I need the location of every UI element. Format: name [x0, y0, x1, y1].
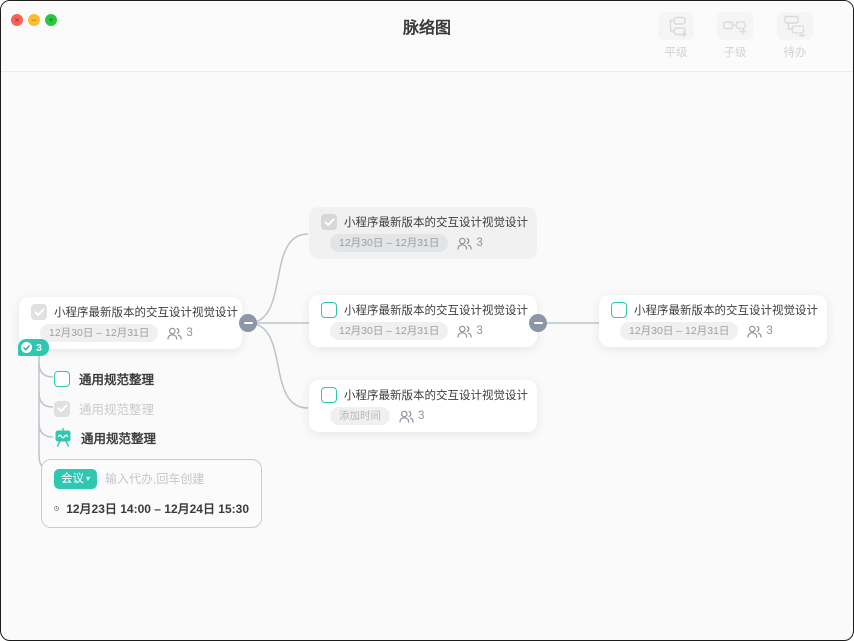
- checkbox-checked-icon[interactable]: [54, 400, 70, 417]
- node-title: 小程序最新版本的交互设计视觉设计: [634, 305, 818, 317]
- todo-label: 通用规范整理: [79, 403, 155, 417]
- todo-item-completed[interactable]: 通用规范整理: [54, 399, 154, 418]
- assignees-indicator[interactable]: 3: [399, 410, 424, 423]
- add-time-pill[interactable]: 添加时间: [330, 407, 390, 425]
- assignees-indicator[interactable]: 3: [747, 325, 773, 338]
- todo-count-badge[interactable]: 3: [18, 339, 49, 356]
- add-child-button[interactable]: 子级: [708, 12, 762, 60]
- assignee-count: 3: [186, 327, 193, 339]
- sibling-node-icon: [658, 12, 694, 40]
- checkbox-empty-icon[interactable]: [611, 302, 627, 318]
- add-sibling-button[interactable]: 平级: [649, 12, 703, 60]
- checkbox-empty-icon[interactable]: [321, 387, 337, 403]
- mindmap-node-leaf-right[interactable]: 小程序最新版本的交互设计视觉设计 12月30日 – 12月31日 3: [599, 295, 827, 347]
- node-title: 小程序最新版本的交互设计视觉设计: [344, 390, 528, 402]
- collapse-leaf-button[interactable]: [529, 314, 547, 332]
- assignee-count: 3: [476, 237, 483, 249]
- todo-category-label: 会议: [61, 473, 84, 485]
- todo-label: 通用规范整理: [81, 432, 157, 446]
- todo-text-input[interactable]: [105, 472, 236, 486]
- sibling-button-label: 平级: [664, 47, 688, 59]
- todo-item-meeting[interactable]: 通用规范整理: [54, 428, 156, 447]
- date-range-pill[interactable]: 12月30日 – 12月31日: [40, 324, 159, 342]
- node-title: 小程序最新版本的交互设计视觉设计: [344, 217, 528, 229]
- collapse-branch-button[interactable]: [239, 314, 257, 332]
- clock-icon: [54, 506, 59, 511]
- mindmap-node-branch-top[interactable]: 小程序最新版本的交互设计视觉设计 12月30日 – 12月31日 3: [309, 207, 537, 259]
- child-button-label: 子级: [723, 47, 747, 59]
- assignees-indicator[interactable]: 3: [167, 327, 193, 340]
- todo-time-range[interactable]: 12月23日 14:00 – 12月24日 15:30: [66, 502, 249, 516]
- mindmap-node-branch-mid[interactable]: 小程序最新版本的交互设计视觉设计 12月30日 – 12月31日 3: [309, 295, 537, 347]
- todo-item-open[interactable]: 通用规范整理: [54, 369, 154, 388]
- page-title: 脉络图: [402, 20, 451, 37]
- assignee-count: 3: [766, 325, 773, 337]
- assignee-count: 3: [418, 410, 425, 422]
- new-todo-input-box[interactable]: 会议 ▾ 12月23日 14:00 – 12月24日 15:30: [41, 459, 262, 528]
- todo-badge-icon: [21, 342, 32, 353]
- assignees-indicator[interactable]: 3: [457, 325, 483, 338]
- date-range-pill[interactable]: 12月30日 – 12月31日: [330, 322, 449, 340]
- mindmap-node-branch-bottom[interactable]: 小程序最新版本的交互设计视觉设计 添加时间 3: [309, 380, 537, 432]
- people-icon: [457, 237, 473, 250]
- child-node-icon: [717, 12, 753, 40]
- date-range-pill[interactable]: 12月30日 – 12月31日: [330, 234, 449, 252]
- people-icon: [399, 410, 414, 423]
- chevron-down-icon: ▾: [86, 474, 91, 483]
- node-title: 小程序最新版本的交互设计视觉设计: [54, 307, 238, 319]
- checkbox-empty-icon[interactable]: [321, 302, 337, 318]
- checkbox-empty-icon[interactable]: [54, 370, 70, 387]
- minimize-window-button[interactable]: −: [28, 14, 40, 26]
- assignee-count: 3: [476, 325, 483, 337]
- todo-label: 通用规范整理: [79, 373, 155, 387]
- people-icon: [457, 325, 473, 338]
- assignees-indicator[interactable]: 3: [457, 237, 483, 250]
- todo-category-dropdown[interactable]: 会议 ▾: [54, 469, 98, 489]
- people-icon: [167, 327, 183, 340]
- meeting-board-icon: [55, 428, 71, 447]
- close-window-button[interactable]: ×: [11, 14, 23, 26]
- zoom-window-button[interactable]: +: [45, 14, 57, 26]
- title-bar: × − + 脉络图 平级: [1, 1, 853, 72]
- todo-node-icon: [777, 12, 813, 40]
- checkbox-checked-icon[interactable]: [321, 214, 337, 230]
- todo-button-label: 待办: [783, 47, 807, 59]
- todo-badge-count: 3: [36, 341, 42, 354]
- checkbox-checked-icon[interactable]: [31, 304, 47, 320]
- date-range-pill[interactable]: 12月30日 – 12月31日: [620, 322, 739, 340]
- mindmap-node-root[interactable]: 小程序最新版本的交互设计视觉设计 12月30日 – 12月31日 3: [19, 297, 242, 349]
- people-icon: [747, 325, 763, 338]
- node-title: 小程序最新版本的交互设计视觉设计: [344, 305, 528, 317]
- add-todo-button[interactable]: 待办: [768, 12, 822, 60]
